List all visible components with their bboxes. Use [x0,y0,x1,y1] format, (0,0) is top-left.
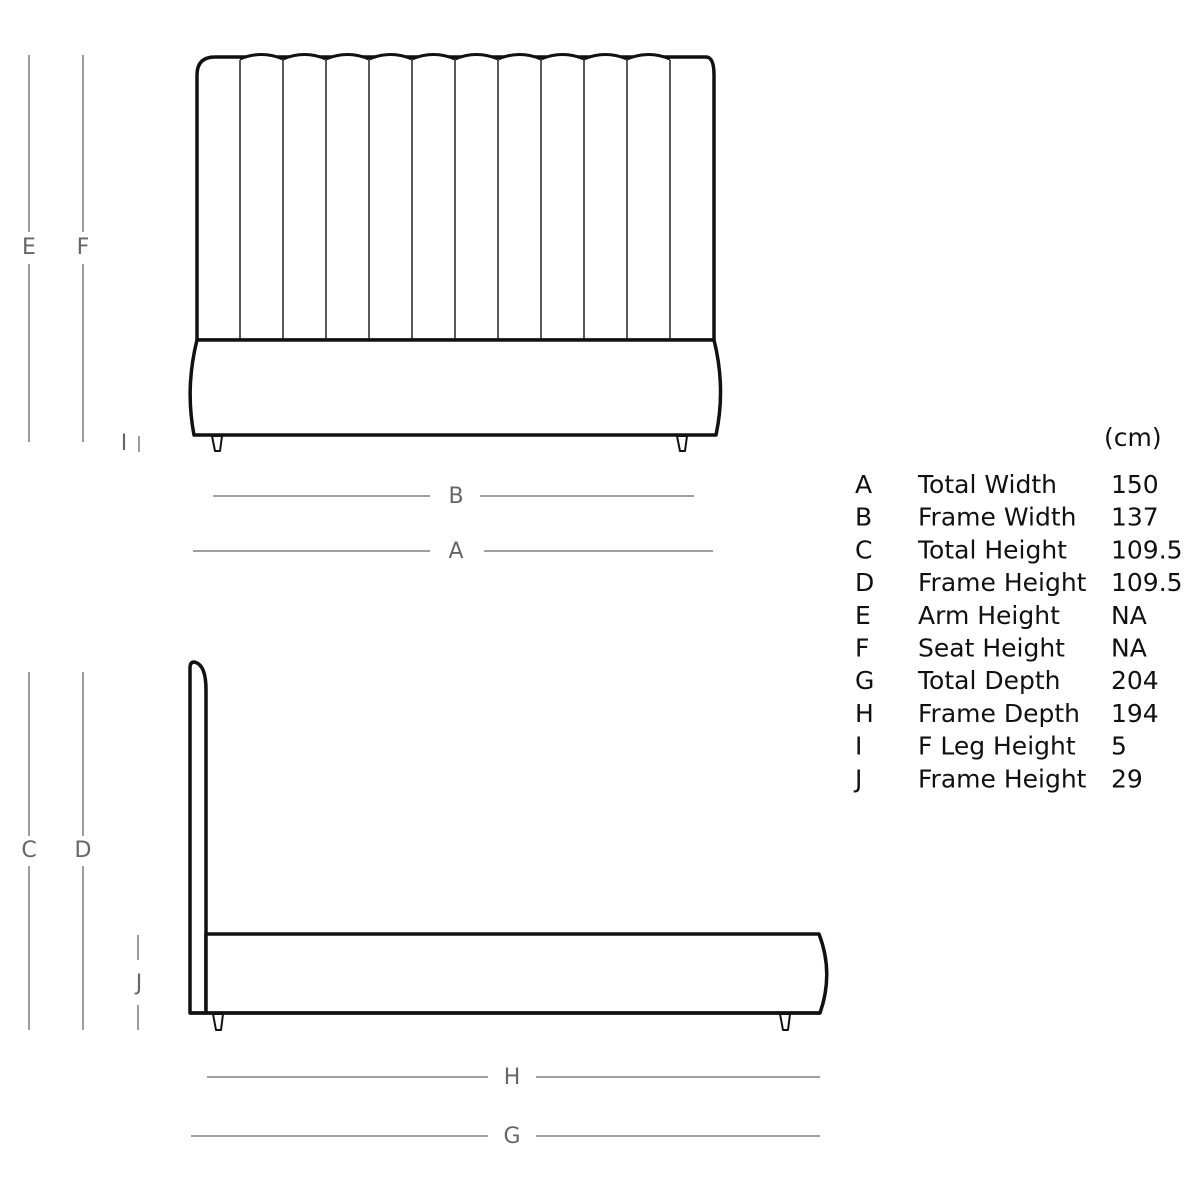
scallop [239,53,284,61]
svg-text:G: G [503,1124,520,1149]
dimension-G: G [191,1124,820,1149]
table-value: 29 [1111,764,1143,793]
table-name: Total Depth [917,666,1060,695]
table-value: 150 [1111,470,1159,499]
side-leg-right [779,1013,791,1031]
table-name: F Leg Height [918,732,1076,761]
unit-label: (cm) [1104,423,1162,452]
table-name: Total Width [917,470,1057,499]
svg-text:C: C [21,838,36,863]
side-headboard [188,660,208,1015]
side-leg-left [212,1013,224,1031]
table-name: Frame Height [918,568,1087,597]
dimension-C: C [21,672,37,1030]
table-value: NA [1111,634,1147,663]
svg-text:F: F [77,235,90,260]
scallop [626,53,671,61]
dimension-F: F [77,55,90,442]
dimension-H: H [207,1065,820,1090]
table-name: Frame Height [918,764,1087,793]
dimension-D: D [75,672,92,1030]
front-view [188,53,723,452]
dimension-E: E [22,55,36,442]
front-base [188,338,723,437]
headboard-channels [239,60,671,340]
table-value: NA [1111,601,1147,630]
scallop [454,53,499,61]
dimension-J: J [134,935,143,1030]
side-base [204,932,829,1015]
table-name: Seat Height [918,634,1065,663]
svg-text:H: H [504,1065,521,1090]
svg-text:I: I [121,431,128,456]
table-value: 137 [1111,503,1159,532]
dimension-A: A [193,539,713,564]
table-key: C [855,535,872,564]
scallop [540,53,585,61]
table-key: G [855,666,874,695]
scallop [325,53,370,61]
scallop [583,53,628,61]
table-key: D [855,568,874,597]
dimension-B: B [213,484,694,509]
table-name: Total Height [917,535,1067,564]
side-view [188,660,829,1031]
table-value: 194 [1111,699,1159,728]
table-value: 109.5 [1111,535,1183,564]
table-value: 109.5 [1111,568,1183,597]
table-value: 204 [1111,666,1159,695]
svg-text:J: J [134,971,143,996]
headboard-scallops [239,53,671,61]
table-key: A [855,470,872,499]
scallop [411,53,456,61]
scallop [368,53,413,61]
table-name: Arm Height [918,601,1060,630]
svg-text:B: B [448,484,463,509]
dimension-I: I [121,431,140,456]
front-leg-right [676,435,688,452]
table-key: B [855,503,872,532]
svg-text:D: D [75,838,92,863]
table-key: F [855,634,869,663]
scallop [497,53,542,61]
front-leg-left [211,435,223,452]
table-value: 5 [1111,732,1127,761]
svg-text:E: E [22,235,36,260]
svg-text:A: A [448,539,463,564]
table-key: H [855,699,874,728]
table-key: E [855,601,871,630]
table-name: Frame Depth [918,699,1080,728]
table-key: J [853,764,862,793]
table-key: I [855,732,862,761]
scallop [282,53,327,61]
table-name: Frame Width [918,503,1076,532]
